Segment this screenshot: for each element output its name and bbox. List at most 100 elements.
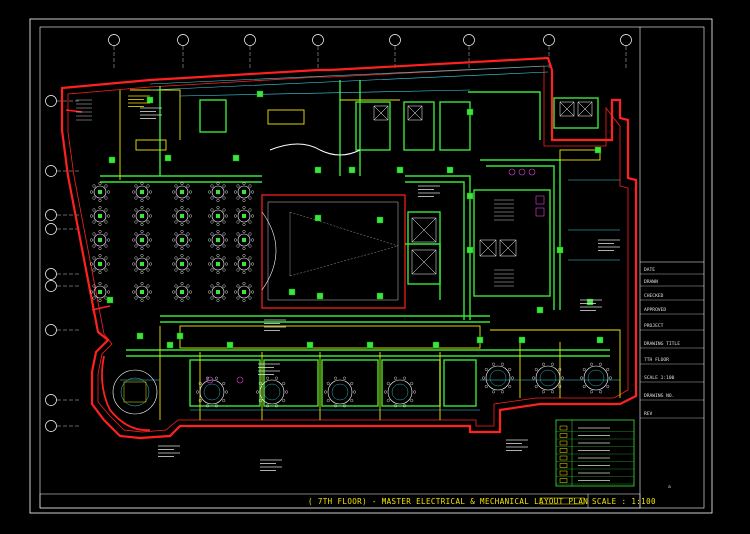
title-block-row-label: PROJECT — [644, 323, 664, 329]
note-block — [598, 239, 620, 251]
stair-right — [494, 199, 514, 287]
equipment-marker — [256, 90, 264, 98]
annotation-notes — [128, 95, 620, 471]
dining-table — [233, 205, 254, 226]
equipment-marker — [166, 341, 174, 349]
drawing-scale: SCALE : 1:100 — [592, 497, 656, 506]
equipment-marker — [232, 154, 240, 162]
drawing-title: ( 7TH FLOOR) - MASTER ELECTRICAL & MECHA… — [308, 497, 588, 506]
legend-symbol — [559, 425, 568, 431]
grid-bubble-left — [45, 95, 57, 107]
equipment-marker — [314, 214, 322, 222]
dining-table — [171, 253, 192, 275]
equipment-marker — [176, 332, 184, 340]
legend-symbol — [559, 455, 568, 461]
equipment-marker — [432, 341, 440, 349]
note-block — [260, 459, 282, 471]
dining-table — [89, 253, 110, 275]
equipment-marker — [146, 96, 154, 104]
dining-table — [207, 181, 228, 202]
grid-bubbles-left — [45, 95, 80, 432]
equipment-marker — [556, 246, 564, 254]
grid-bubble-top — [463, 34, 475, 46]
equipment-marker — [476, 336, 484, 344]
lobby-curved-wall — [269, 143, 361, 156]
grid-bubble-top — [543, 34, 555, 46]
central-atrium — [261, 194, 406, 309]
equipment-marker — [376, 292, 384, 300]
title-block-footer-mark: a — [668, 485, 671, 490]
dining-tables — [89, 181, 254, 303]
equipment-marker — [316, 292, 324, 300]
dining-table — [207, 282, 228, 303]
equipment-marker — [536, 306, 544, 314]
dining-table — [131, 205, 152, 226]
grid-bubble-left — [45, 209, 57, 221]
title-block-row-label: CHECKED — [644, 293, 664, 299]
equipment-marker — [136, 332, 144, 340]
equipment-marker — [518, 336, 526, 344]
title-block-row-label: 7TH FLOOR — [644, 357, 669, 363]
note-block — [158, 445, 180, 457]
grid-bubble-top — [389, 34, 401, 46]
elevator-shafts — [373, 101, 593, 275]
equipment-marker — [594, 146, 602, 154]
dining-table — [89, 282, 110, 303]
legend-table — [555, 419, 635, 487]
title-bar: ( 7TH FLOOR) - MASTER ELECTRICAL & MECHA… — [39, 493, 656, 509]
grid-bubble-left — [45, 165, 57, 177]
equipment-marker — [348, 166, 356, 174]
legend-symbol — [559, 433, 568, 438]
round-dining-table — [195, 376, 228, 408]
grid-bubble-left — [45, 223, 57, 235]
dining-table — [233, 282, 254, 303]
legend-symbol — [559, 448, 568, 453]
title-block-row-label: DRAWN — [644, 279, 658, 285]
private-dining-rooms — [195, 362, 613, 408]
note-block — [128, 95, 150, 107]
title-block-row-label: APPROVED — [644, 307, 666, 313]
note-block — [258, 363, 280, 375]
sheet-outer-border — [29, 18, 713, 514]
dining-table — [171, 181, 192, 202]
legend-symbol — [559, 470, 568, 476]
dining-table — [171, 205, 192, 226]
title-block-row-label: DRAWING TITLE — [644, 341, 680, 347]
grid-bubble-top — [620, 34, 632, 46]
equipment-marker — [466, 108, 474, 116]
equipment-marker — [106, 296, 114, 304]
equipment-marker — [164, 154, 172, 162]
equipment-marker — [226, 341, 234, 349]
dining-table — [131, 253, 152, 275]
equipment-marker — [396, 166, 404, 174]
equipment-markers — [106, 90, 604, 349]
dining-table — [171, 282, 192, 303]
dining-table — [89, 229, 110, 250]
round-dining-table — [256, 376, 289, 408]
grid-bubble-left — [45, 268, 57, 280]
sanitary-fixtures — [206, 168, 545, 384]
grid-bubble-top — [177, 34, 189, 46]
dining-table — [171, 229, 192, 250]
dining-table — [233, 253, 254, 275]
grid-bubble-left — [45, 324, 57, 336]
equipment-marker — [376, 216, 384, 224]
dining-table — [131, 229, 152, 250]
round-dining-table — [384, 376, 417, 408]
grid-bubble-top — [108, 34, 120, 46]
equipment-marker — [466, 192, 474, 200]
legend-symbol — [559, 440, 568, 446]
note-block — [580, 299, 602, 311]
note-block — [506, 439, 528, 451]
equipment-marker — [446, 166, 454, 174]
legend-symbol — [559, 478, 568, 483]
rotunda — [101, 355, 158, 432]
dining-table — [89, 205, 110, 226]
round-dining-table — [482, 362, 515, 394]
round-dining-table — [580, 362, 613, 394]
plumbing-lines — [120, 65, 620, 411]
building-outline — [60, 56, 638, 440]
note-block — [418, 185, 440, 197]
grid-bubble-left — [45, 280, 57, 292]
